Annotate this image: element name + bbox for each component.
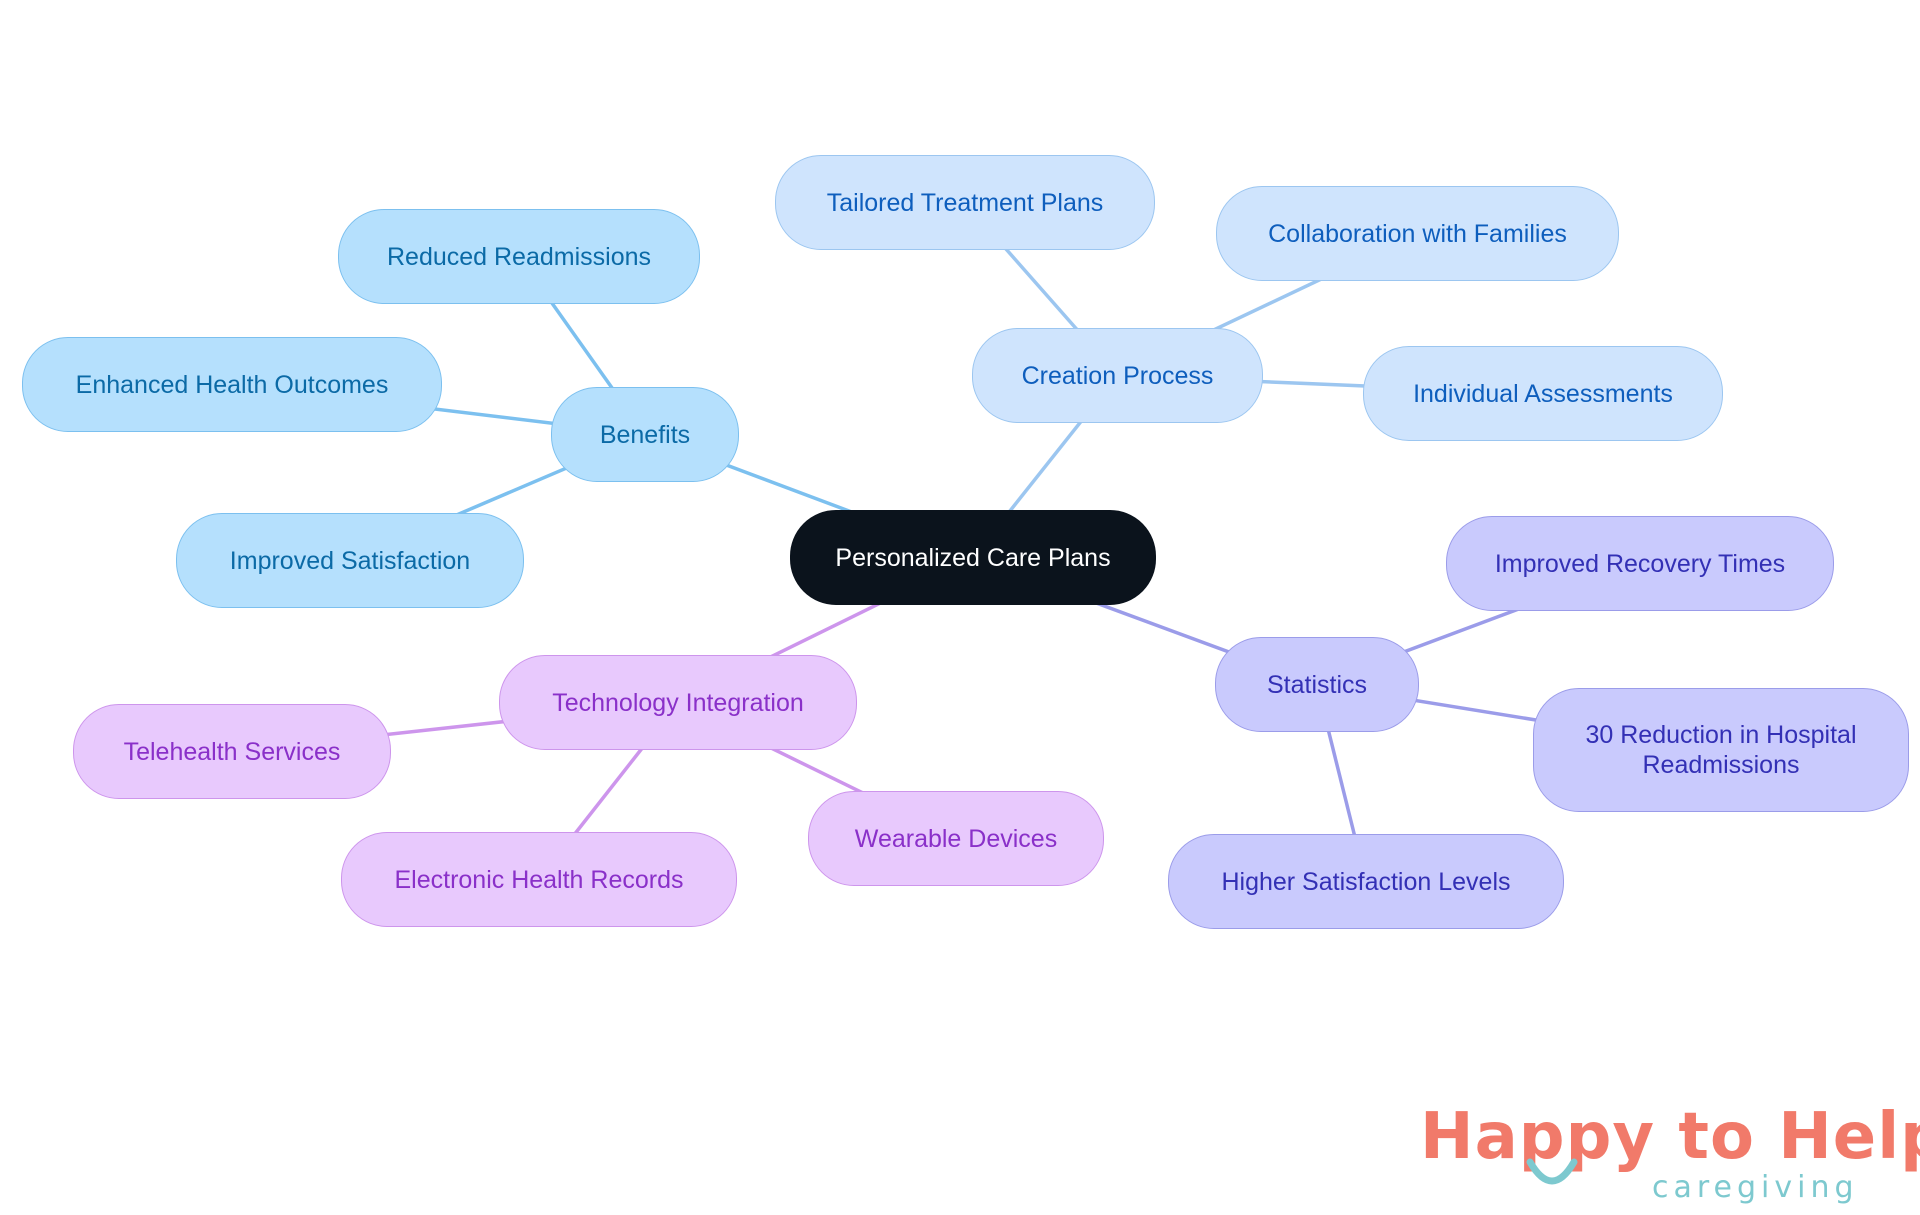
brand-logo: Happy to Help caregiving — [1420, 1100, 1920, 1210]
leaf-node-telehealth-services: Telehealth Services — [73, 704, 391, 799]
branch-node-benefits: Benefits — [551, 387, 739, 482]
leaf-node-collaboration-with-families: Collaboration with Families — [1216, 186, 1619, 281]
branch-node-statistics: Statistics — [1215, 637, 1419, 732]
leaf-node-electronic-health-records: Electronic Health Records — [341, 832, 737, 927]
branch-node-technology-integration: Technology Integration — [499, 655, 857, 750]
leaf-node-reduced-readmissions: Reduced Readmissions — [338, 209, 700, 304]
leaf-node-reduction-hospital-readmissions: 30 Reduction in Hospital Readmissions — [1533, 688, 1909, 812]
logo-tagline: caregiving — [1652, 1170, 1859, 1205]
leaf-node-individual-assessments: Individual Assessments — [1363, 346, 1723, 441]
leaf-node-higher-satisfaction-levels: Higher Satisfaction Levels — [1168, 834, 1564, 929]
smile-icon — [1526, 1158, 1578, 1185]
branch-node-creation-process: Creation Process — [972, 328, 1263, 423]
leaf-node-improved-satisfaction: Improved Satisfaction — [176, 513, 524, 608]
logo-wordmark: Happy to Help — [1420, 1100, 1920, 1174]
root-node: Personalized Care Plans — [790, 510, 1156, 605]
leaf-node-enhanced-health-outcomes: Enhanced Health Outcomes — [22, 337, 442, 432]
leaf-node-tailored-treatment-plans: Tailored Treatment Plans — [775, 155, 1155, 250]
leaf-node-wearable-devices: Wearable Devices — [808, 791, 1104, 886]
leaf-node-improved-recovery-times: Improved Recovery Times — [1446, 516, 1834, 611]
